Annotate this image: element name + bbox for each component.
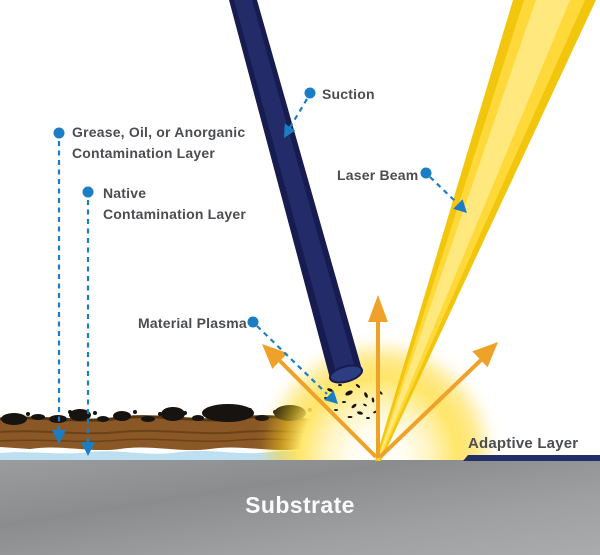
native-layer-label-line1: Native	[103, 185, 147, 201]
material-plasma-label: Material Plasma	[138, 315, 247, 331]
native-leader-arrowhead	[81, 442, 95, 456]
arrow-upright-head	[472, 342, 498, 368]
suction-tube-opening	[328, 364, 364, 384]
grease-leader-arrowhead	[52, 430, 66, 444]
leader-lines	[52, 87, 467, 456]
plasma-particles	[324, 384, 383, 419]
grease-layer-label-line1: Grease, Oil, or Anorganic	[72, 124, 246, 140]
grease-leader-dot	[53, 127, 65, 139]
native-layer-label: Native Contamination Layer	[103, 183, 246, 225]
adaptive-layer-line	[463, 455, 600, 461]
laser-leader-line	[429, 176, 458, 204]
grease-layer-label: Grease, Oil, or Anorganic Contamination …	[72, 122, 245, 164]
substrate-block	[0, 460, 600, 555]
suction-label: Suction	[322, 86, 375, 102]
plasma-leader-line	[256, 325, 328, 395]
suction-leader-arrowhead	[284, 123, 296, 138]
arrow-upright-shaft	[378, 358, 483, 459]
arrow-upleft-head	[262, 344, 288, 369]
laser-leader-arrowhead	[453, 199, 467, 213]
suction-leader-dot	[304, 87, 316, 99]
laser-leader-dot	[420, 167, 432, 179]
native-layer-label-line2: Contamination Layer	[103, 206, 247, 222]
suction-tube	[229, 0, 364, 384]
suction-leader-line	[288, 98, 308, 130]
laser-beam-label: Laser Beam	[337, 167, 419, 183]
plasma-leader-dot	[247, 316, 259, 328]
grease-layer-label-line2: Contamination Layer	[72, 145, 216, 161]
plasma-arrows	[262, 295, 498, 459]
native-leader-dot	[82, 186, 94, 198]
substrate-label: Substrate	[245, 492, 355, 518]
plasma-leader-arrowhead	[324, 390, 338, 404]
arrow-upleft-shaft	[278, 359, 378, 459]
adaptive-layer-label: Adaptive Layer	[468, 435, 579, 452]
arrow-up-head	[368, 295, 388, 322]
laser-beam-shape	[375, 0, 596, 461]
